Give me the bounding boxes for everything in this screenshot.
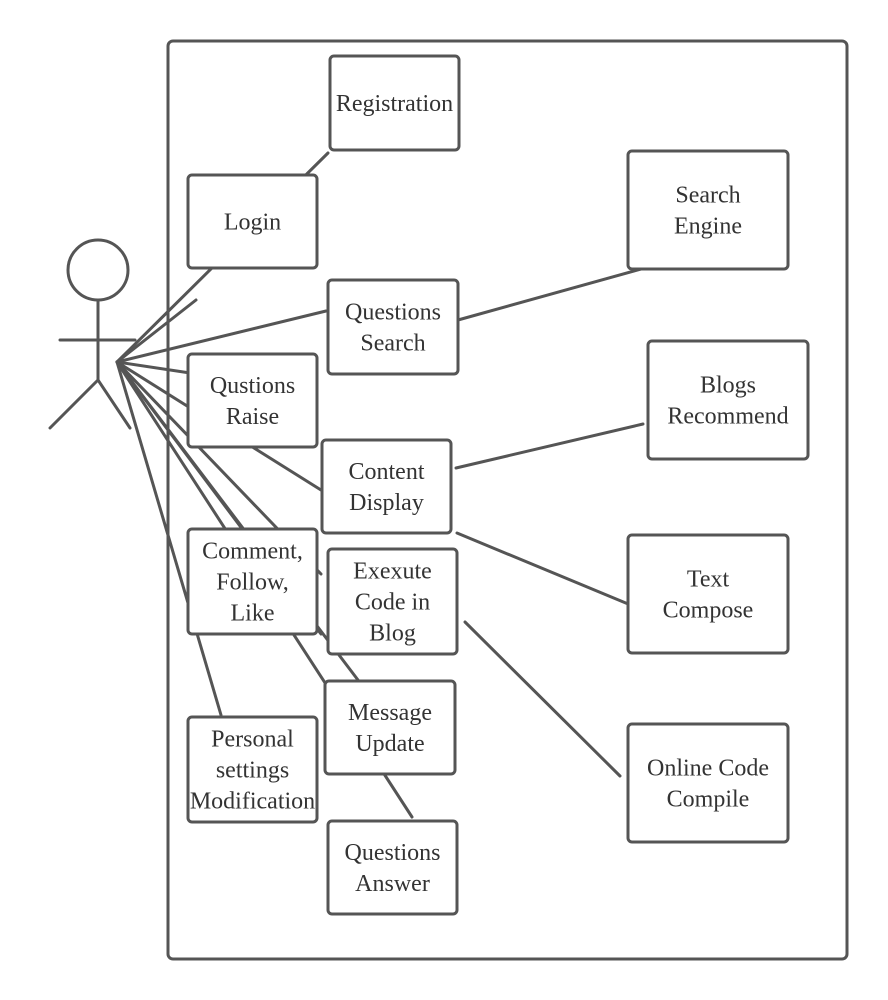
use-case-box bbox=[186, 527, 319, 636]
use-case-box bbox=[323, 679, 457, 776]
use-case-label-line: Raise bbox=[226, 404, 279, 430]
use-case-label-line: Search bbox=[675, 183, 740, 209]
use-case-login: Login bbox=[186, 173, 319, 270]
use-case-label-line: Code in bbox=[355, 590, 430, 616]
use-cases-layer: RegistrationLoginSearchEngineQuestionsSe… bbox=[186, 54, 810, 916]
use-case-label-line: Online Code bbox=[647, 756, 769, 782]
use-case-label-line: Display bbox=[349, 490, 424, 516]
use-case-label-line: Qustions bbox=[210, 373, 295, 399]
use-case-registration: Registration bbox=[328, 54, 461, 152]
relation-actor-to-message-update bbox=[115, 360, 363, 686]
actor-figure bbox=[48, 238, 137, 430]
relation-content-display-to-blogs-recommend bbox=[454, 422, 645, 470]
actor-leg-right bbox=[96, 378, 132, 430]
use-case-box bbox=[186, 715, 319, 824]
use-case-label-line: Search bbox=[360, 331, 425, 357]
relation-questions-search-to-search-engine bbox=[456, 267, 643, 322]
use-case-label-line: Engine bbox=[674, 214, 742, 240]
relation-exexute-code-to-online-code-compile bbox=[463, 620, 622, 778]
use-case-label-line: Blog bbox=[369, 621, 416, 647]
use-case-label-line: Questions bbox=[345, 840, 441, 866]
use-case-box bbox=[326, 819, 459, 916]
relations-layer bbox=[115, 151, 645, 819]
use-case-label-line: Personal bbox=[211, 727, 294, 753]
use-case-label-line: Update bbox=[355, 731, 424, 757]
relation-actor-to-personal-settings bbox=[115, 360, 223, 717]
use-case-label-line: Questions bbox=[345, 300, 441, 326]
use-case-box bbox=[320, 438, 453, 535]
use-case-label-line: Modification bbox=[190, 789, 315, 815]
use-case-label-line: Exexute bbox=[353, 559, 432, 585]
use-case-label-line: settings bbox=[216, 758, 289, 784]
relation-content-display-to-text-compose bbox=[455, 531, 635, 608]
use-case-label-line: Compose bbox=[663, 598, 754, 624]
use-case-box bbox=[326, 547, 459, 656]
use-case-box bbox=[186, 173, 319, 270]
use-case-label-line: Registration bbox=[336, 91, 453, 117]
use-case-label-line: Follow, bbox=[216, 570, 288, 596]
actor-head bbox=[66, 238, 130, 302]
use-case-label-line: Message bbox=[348, 700, 432, 726]
use-case-box bbox=[626, 533, 790, 655]
use-case-label-line: Blogs bbox=[700, 373, 756, 399]
use-case-label-line: Recommend bbox=[667, 404, 788, 430]
use-case-label-line: Answer bbox=[355, 871, 430, 897]
use-case-box bbox=[328, 54, 461, 152]
use-case-box bbox=[626, 149, 790, 271]
relation-actor-to-login bbox=[115, 298, 198, 364]
use-case-label-line: Text bbox=[687, 567, 730, 593]
relation-actor-to-questions-search bbox=[115, 309, 328, 364]
use-case-comment-follow-like: Comment, Follow, Like bbox=[186, 527, 319, 636]
use-case-box bbox=[646, 339, 810, 461]
use-case-box bbox=[186, 352, 319, 449]
use-case-label-line: Comment, bbox=[202, 539, 303, 565]
use-case-box bbox=[626, 722, 790, 844]
use-case-box bbox=[326, 278, 460, 376]
use-case-label-line: Login bbox=[224, 210, 281, 236]
use-case-label-line: Content bbox=[349, 459, 425, 485]
use-case-label-line: Like bbox=[231, 601, 275, 627]
actor-leg-left bbox=[48, 378, 100, 430]
use-case-label-line: Compile bbox=[667, 787, 750, 813]
